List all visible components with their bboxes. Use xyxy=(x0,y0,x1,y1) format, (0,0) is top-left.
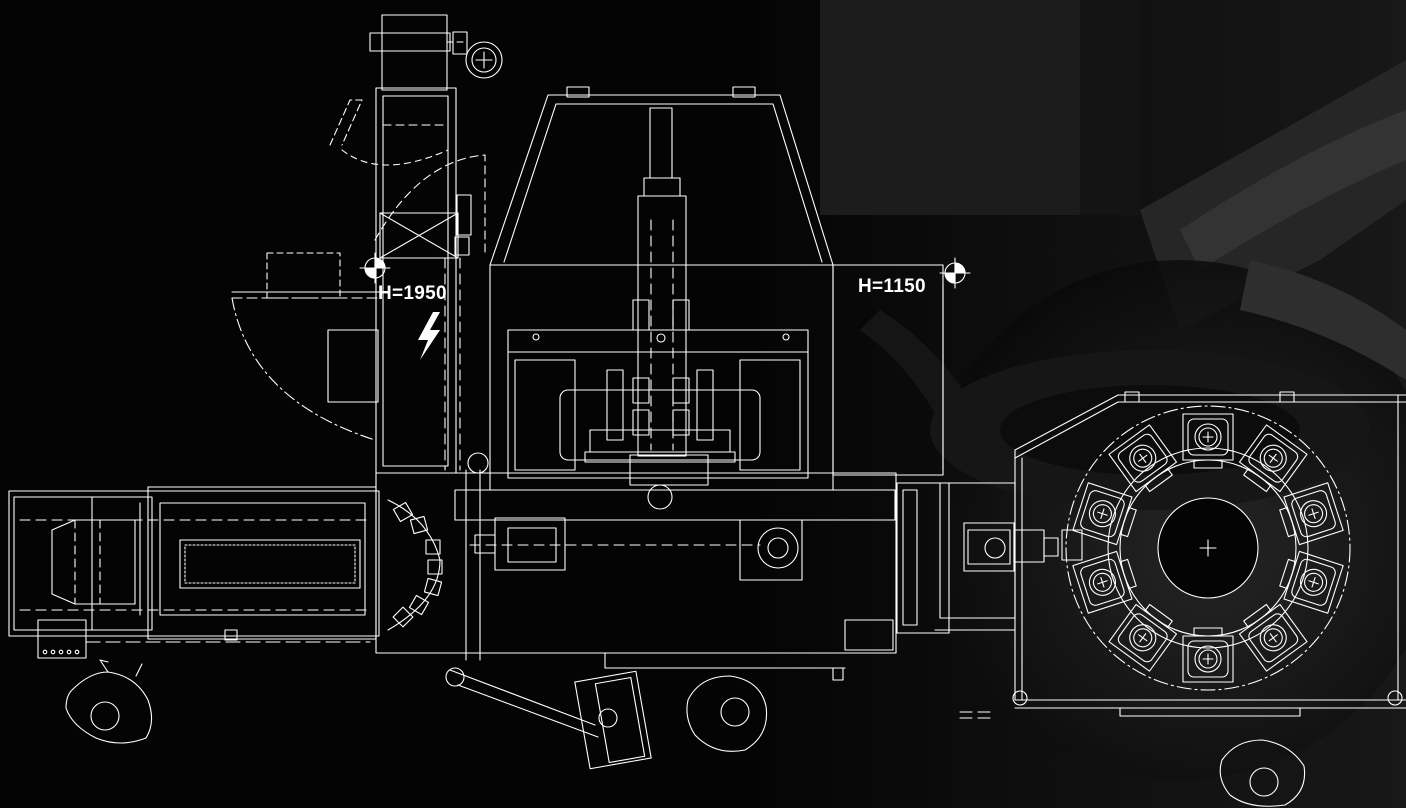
transfer-unit xyxy=(959,522,1083,719)
operator-figure-middle xyxy=(686,675,768,752)
loader-starwheel xyxy=(387,452,489,631)
operator-figure-left xyxy=(65,659,153,744)
datum-target-icon xyxy=(359,252,391,284)
fixture-station xyxy=(1108,603,1178,672)
main-machine-housing xyxy=(489,86,944,510)
rotary-table-frame xyxy=(1012,391,1406,717)
rotary-table xyxy=(1065,405,1351,691)
fixture-station xyxy=(1182,413,1234,469)
height-label-machine: H=1150 xyxy=(858,276,926,297)
swing-door-arc xyxy=(231,252,381,441)
swing-arm xyxy=(445,469,599,738)
fixture-station xyxy=(1279,482,1344,546)
control-panel xyxy=(574,670,652,770)
lightning-bolt-icon xyxy=(418,312,440,360)
operator-figure-right xyxy=(1219,739,1306,807)
fixture-station xyxy=(1238,603,1308,672)
fixture-station xyxy=(1182,627,1234,683)
tower-unit xyxy=(329,14,503,474)
fixture-station xyxy=(1238,424,1308,493)
machine-base xyxy=(375,472,1016,681)
fixture-station xyxy=(1072,482,1137,546)
fixture-station xyxy=(1279,550,1344,614)
fixture-station xyxy=(1108,424,1178,493)
infeed-conveyor xyxy=(8,486,380,659)
fixture-station xyxy=(1072,550,1137,614)
datum-target-icon xyxy=(939,257,971,289)
height-label-tower: H=1950 xyxy=(378,283,447,304)
